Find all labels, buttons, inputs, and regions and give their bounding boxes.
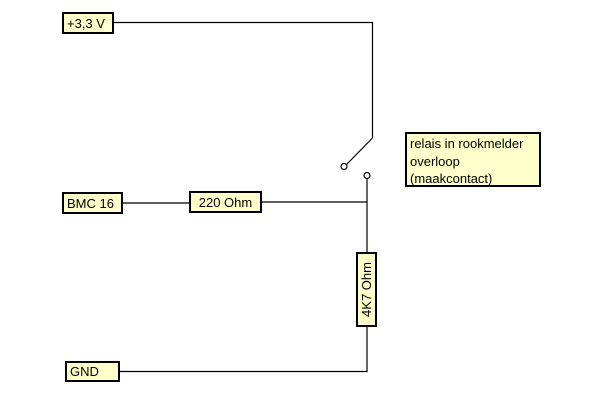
resistor-4k7-box: 4K7 Ohm: [356, 252, 377, 327]
resistor-to-gnd-wire: [120, 327, 368, 373]
supply-wire: [114, 21, 374, 138]
relay-note-line-3: (maakcontact): [410, 171, 493, 186]
switch-blade: [346, 137, 373, 165]
resistor-4k7-label: 4K7 Ohm: [359, 262, 375, 317]
gnd-label-box: GND: [65, 361, 120, 382]
switch-contact-terminal-right: [363, 171, 371, 180]
switch-contact-terminal-left: [340, 162, 348, 171]
resistor-220-box: 220 Ohm: [189, 191, 262, 213]
supply-label: +3,3 V: [67, 15, 105, 31]
bmc16-label-box: BMC 16: [62, 192, 123, 214]
relay-note-box: relais in rookmelder overloop (maakconta…: [405, 132, 541, 187]
supply-label-box: +3,3 V: [62, 12, 114, 34]
relay-note-line-1: relais in rookmelder: [410, 136, 524, 151]
relay-note-line-2: overloop: [410, 153, 460, 169]
bmc16-label: BMC 16: [67, 195, 114, 211]
resistor-220-label: 220 Ohm: [198, 194, 253, 210]
gnd-label: GND: [70, 364, 99, 379]
